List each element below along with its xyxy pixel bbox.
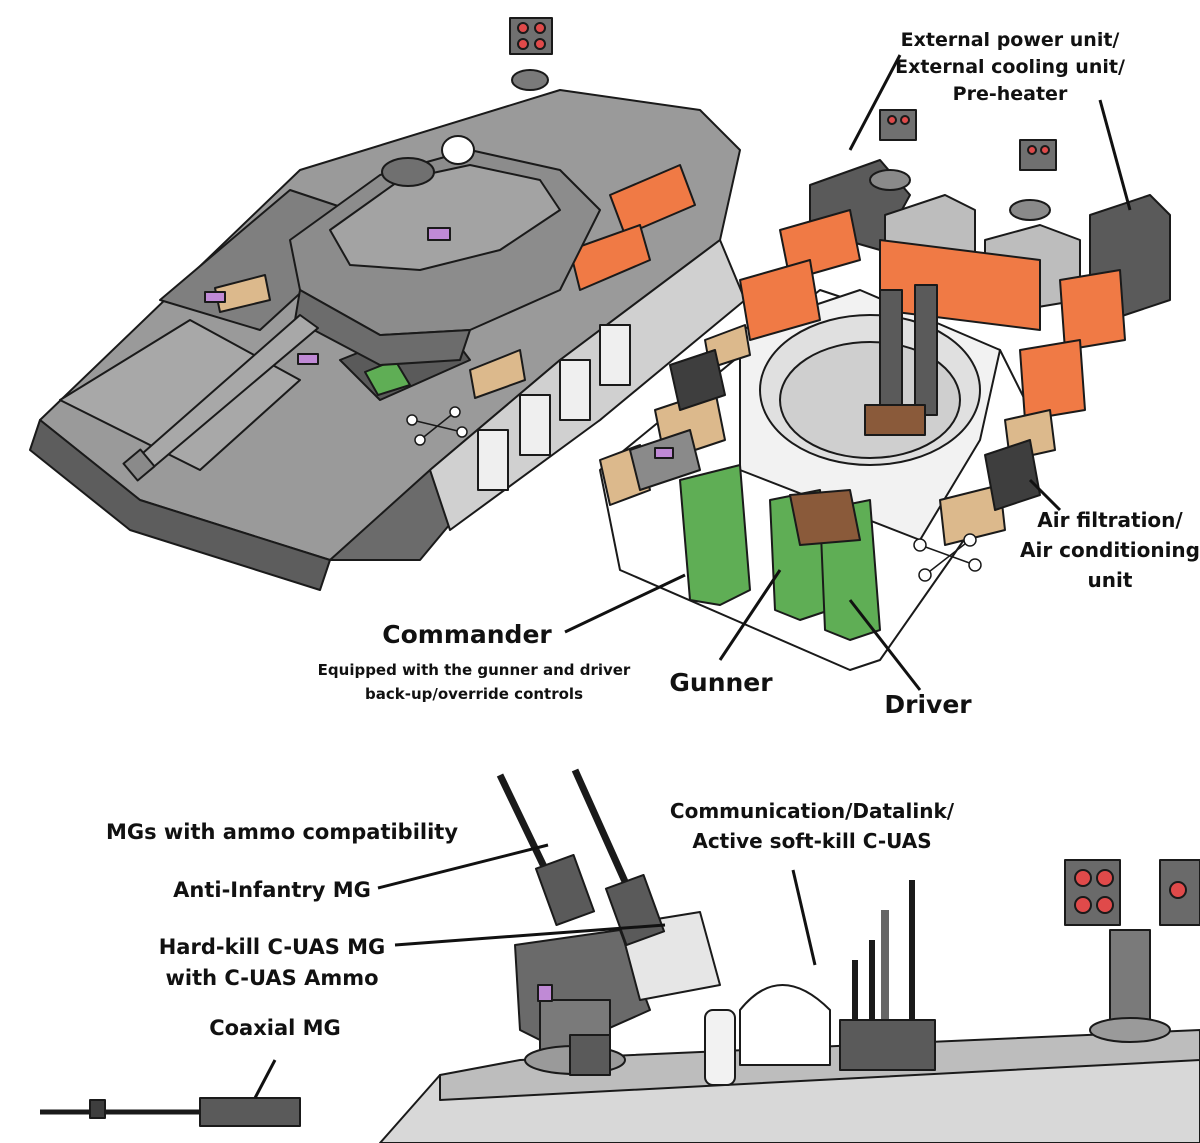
orange-module-2: [739, 259, 821, 341]
leader-commander: [564, 573, 686, 634]
leader-gunner: [718, 569, 782, 661]
tank-rws-mount: [511, 69, 549, 91]
tank-sensor-4: [534, 38, 546, 50]
autoloader-pillar-1: [879, 289, 903, 411]
gunner-label: Gunner: [669, 668, 773, 697]
closeup-rws-optic: [537, 984, 553, 1002]
rws-base-a: [869, 169, 911, 191]
rws-a-sensor-1: [887, 115, 897, 125]
mgs-ammo-label: MGs with ammo compatibility: [105, 820, 459, 844]
rws-head-a: [879, 109, 917, 141]
rws-base-b: [1009, 199, 1051, 221]
seat-back-brown: [789, 489, 861, 546]
closeup-comms-block: [839, 1019, 936, 1071]
hard-kill-mg-line-1: Hard-kill C-UAS MG: [158, 935, 386, 959]
air-filtration-label: Air filtration/ Air conditioning unit: [1020, 505, 1200, 595]
closeup-sensor-red-4: [1096, 896, 1114, 914]
closeup-sensor-head-left: [1064, 859, 1121, 926]
commander-desc-line-2: back-up/override controls: [365, 685, 583, 703]
leader-communication: [791, 869, 817, 966]
coaxial-mg-label: Coaxial MG: [209, 1016, 341, 1040]
tank-side-panel-4: [599, 324, 631, 386]
tank-optic-2: [297, 353, 319, 365]
hard-kill-mg-line-2: with C-UAS Ammo: [165, 966, 379, 990]
tank-tan-box-2: [214, 274, 271, 313]
leader-hard-kill: [394, 923, 666, 947]
air-filter-unit-right: [984, 439, 1041, 511]
exploded-view: [599, 109, 1171, 671]
closeup-white-cylinder: [704, 1009, 736, 1086]
anti-infantry-mg-label: Anti-Infantry MG: [173, 878, 371, 902]
turret-closeup: [40, 768, 1200, 1143]
drone-icon: [913, 533, 982, 582]
coaxial-mg-icon: [40, 1097, 301, 1127]
tank-drone-icon: [406, 406, 468, 446]
external-power-line-3: Pre-heater: [952, 83, 1068, 105]
closeup-sight-box: [569, 1034, 611, 1076]
tank-white-dome: [441, 135, 475, 165]
commander-seat: [679, 464, 751, 606]
air-filtration-line-2: Air conditioning: [1020, 538, 1200, 562]
communication-line-2: Active soft-kill C-UAS: [692, 829, 932, 853]
tank-sensor-2: [534, 22, 546, 34]
tank-optic-3: [204, 291, 226, 303]
rws-a-sensor-2: [900, 115, 910, 125]
leader-driver: [848, 599, 922, 691]
external-power-line-2: External cooling unit/: [895, 56, 1125, 78]
leader-air-filtration: [1028, 478, 1062, 512]
orange-module-4: [1059, 269, 1126, 351]
rws-b-sensor-1: [1027, 145, 1037, 155]
leader-anti-infantry: [377, 843, 549, 890]
closeup-sensor-red-2: [1096, 869, 1114, 887]
tank-side-panel-3: [559, 359, 591, 421]
closeup-sensor-red-5: [1169, 881, 1187, 899]
orange-module-5: [1019, 339, 1086, 421]
closeup-sensor-red-3: [1074, 896, 1092, 914]
commander-label: Commander: [382, 620, 552, 649]
commander-console: [629, 429, 701, 491]
tank-hull-front: [29, 419, 331, 591]
air-filter-unit-left: [669, 349, 726, 411]
tank-sensor-1: [517, 22, 529, 34]
leader-coaxial: [253, 1059, 277, 1099]
leader-lines: [253, 54, 1132, 1099]
driver-label: Driver: [884, 690, 972, 719]
closeup-mast: [1109, 929, 1151, 1031]
communication-line-1: Communication/Datalink/: [669, 799, 955, 823]
commander-optic: [654, 447, 674, 459]
external-power-line-1: External power unit/: [900, 29, 1120, 51]
hard-kill-mg-label: Hard-kill C-UAS MG with C-UAS Ammo: [159, 932, 386, 994]
tank-side-panel-2: [519, 394, 551, 456]
tank-optic-1: [427, 227, 451, 241]
leader-external-power-1: [848, 54, 902, 151]
closeup-sensor-red-1: [1074, 869, 1092, 887]
autoloader-base: [864, 404, 926, 436]
closeup-mast-base: [1089, 1017, 1171, 1043]
leader-external-power-2: [1098, 99, 1132, 211]
rws-head-b: [1019, 139, 1057, 171]
tank-rws-head: [509, 17, 553, 55]
commander-desc-line-1: Equipped with the gunner and driver: [317, 661, 631, 679]
tank-side-panel-1: [477, 429, 509, 491]
rws-b-sensor-2: [1040, 145, 1050, 155]
communication-label: Communication/Datalink/ Active soft-kill…: [670, 796, 954, 856]
external-power-label: External power unit/ External cooling un…: [895, 27, 1125, 108]
tan-box-5: [939, 484, 1006, 546]
tank-engine-block-2: [569, 224, 651, 291]
commander-description: Equipped with the gunner and driver back…: [318, 658, 631, 706]
anti-infantry-mg-receiver: [534, 853, 596, 927]
tank-engine-block-1: [609, 164, 696, 236]
air-filtration-line-3: unit: [1087, 568, 1133, 592]
tank-tan-box-1: [469, 349, 526, 399]
tank-cupola: [381, 157, 435, 187]
autoloader-pillar-2: [914, 284, 938, 416]
air-filtration-line-1: Air filtration/: [1037, 508, 1183, 532]
tank-muzzle: [122, 448, 156, 482]
tank-sensor-3: [517, 38, 529, 50]
tank-illustration: [29, 17, 746, 591]
closeup-radome: [739, 984, 831, 1066]
